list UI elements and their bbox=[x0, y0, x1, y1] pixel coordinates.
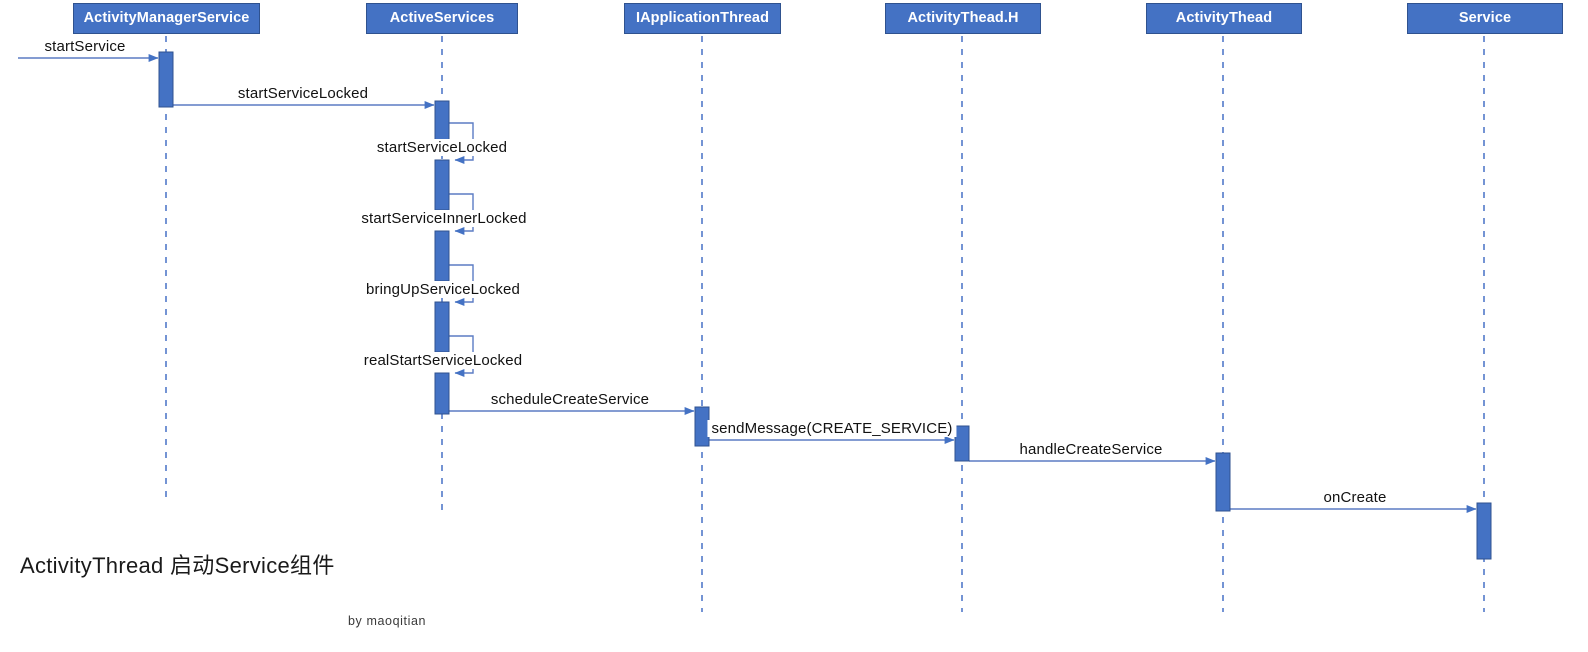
participant-header-label: ActivityThead.H bbox=[907, 9, 1019, 26]
activation-bar-svc-9[interactable] bbox=[1476, 502, 1492, 560]
message-label-m9: handleCreateService bbox=[1015, 441, 1167, 458]
activation-bar-ams-0[interactable] bbox=[158, 51, 174, 108]
activations-group bbox=[158, 51, 1492, 560]
activation-bar-as-2[interactable] bbox=[434, 159, 450, 211]
message-label-m2: startServiceLocked bbox=[233, 85, 373, 102]
message-label-m8: sendMessage(CREATE_SERVICE) bbox=[707, 420, 957, 437]
activation-bar-ath-7[interactable] bbox=[954, 425, 970, 462]
message-label-m4: startServiceInnerLocked bbox=[357, 210, 531, 227]
diagram-credit: by maoqitian bbox=[348, 614, 427, 628]
lifelines-group bbox=[165, 36, 1485, 612]
diagram-caption: ActivityThread 启动Service组件 bbox=[20, 553, 335, 578]
message-label-m1: startService bbox=[40, 38, 130, 55]
participant-header-ams[interactable]: ActivityManagerService bbox=[73, 3, 260, 34]
message-label-m7: scheduleCreateService bbox=[486, 391, 654, 408]
participant-header-iat[interactable]: IApplicationThread bbox=[624, 3, 781, 34]
participant-header-ath[interactable]: ActivityThead.H bbox=[885, 3, 1041, 34]
messages-group bbox=[18, 54, 1477, 513]
participant-header-label: ActivityThead bbox=[1175, 9, 1273, 26]
participant-header-at[interactable]: ActivityThead bbox=[1146, 3, 1302, 34]
activation-bar-as-4[interactable] bbox=[434, 301, 450, 353]
participant-header-label: ActivityManagerService bbox=[83, 9, 250, 26]
participant-header-svc[interactable]: Service bbox=[1407, 3, 1563, 34]
participant-header-label: ActiveServices bbox=[389, 9, 495, 26]
participant-header-label: Service bbox=[1458, 9, 1512, 26]
activation-bar-at-8[interactable] bbox=[1215, 452, 1231, 512]
message-label-m3: startServiceLocked bbox=[372, 139, 512, 156]
message-label-m6: realStartServiceLocked bbox=[359, 352, 527, 369]
message-label-m5: bringUpServiceLocked bbox=[362, 281, 524, 298]
activation-bar-as-3[interactable] bbox=[434, 230, 450, 282]
participant-header-label: IApplicationThread bbox=[635, 9, 770, 26]
activation-bar-as-5[interactable] bbox=[434, 372, 450, 415]
message-label-m10: onCreate bbox=[1319, 489, 1391, 506]
participant-header-as[interactable]: ActiveServices bbox=[366, 3, 518, 34]
